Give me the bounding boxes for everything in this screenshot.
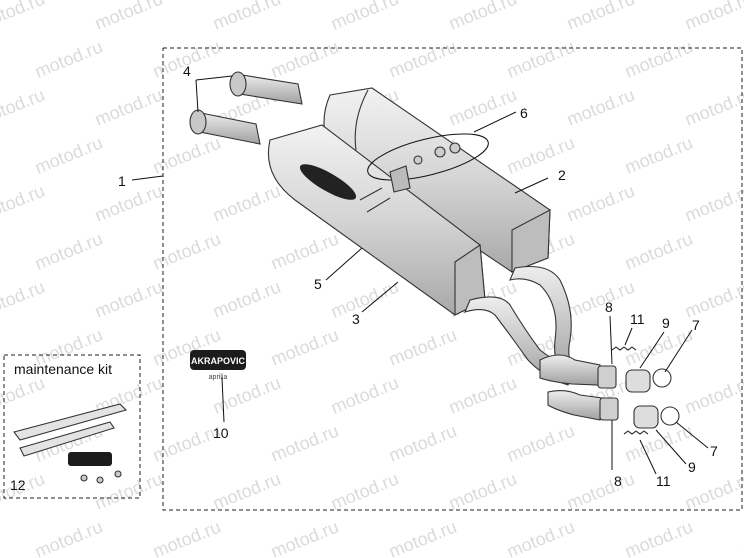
watermark-text: motod.ru bbox=[268, 229, 341, 274]
watermark-text: motod.ru bbox=[386, 325, 459, 370]
watermark-text: motod.ru bbox=[504, 133, 577, 178]
gaskets bbox=[625, 369, 659, 429]
maintenance-kit-frame bbox=[3, 354, 141, 499]
watermark-text: motod.ru bbox=[0, 373, 47, 418]
watermark-text: motod.ru bbox=[446, 373, 519, 418]
callout-7-lower: 7 bbox=[710, 443, 718, 459]
watermark-text: motod.ru bbox=[564, 277, 637, 322]
watermark-text: motod.ru bbox=[328, 0, 401, 34]
watermark-text: motod.ru bbox=[622, 133, 695, 178]
watermark-text: motod.ru bbox=[622, 517, 695, 558]
watermark-text: motod.ru bbox=[92, 469, 165, 514]
watermark-text: motod.ru bbox=[92, 85, 165, 130]
rear-silencer bbox=[323, 87, 551, 273]
watermark-text: motod.ru bbox=[622, 37, 695, 82]
callout-8-lower: 8 bbox=[614, 473, 622, 489]
watermark-text: motod.ru bbox=[210, 0, 283, 34]
maintenance-kit-title: maintenance kit bbox=[14, 361, 112, 377]
watermark-text: motod.ru bbox=[32, 229, 105, 274]
watermark-text: motod.ru bbox=[92, 0, 165, 34]
connecting-sleeves bbox=[189, 71, 303, 145]
watermark-text: motod.ru bbox=[622, 421, 695, 466]
watermark-text: motod.ru bbox=[682, 181, 744, 226]
watermark-text: motod.ru bbox=[210, 469, 283, 514]
watermark-text: motod.ru bbox=[682, 469, 744, 514]
watermark-text: motod.ru bbox=[0, 85, 47, 130]
badge-sub-text: aprilia bbox=[209, 374, 228, 381]
callout-3: 3 bbox=[352, 311, 360, 327]
callout-6: 6 bbox=[520, 105, 528, 121]
watermark-text: motod.ru bbox=[150, 133, 223, 178]
watermark-text: motod.ru bbox=[0, 277, 47, 322]
watermark-text: motod.ru bbox=[268, 325, 341, 370]
watermark-text: motod.ru bbox=[328, 469, 401, 514]
watermark-text: motod.ru bbox=[386, 37, 459, 82]
watermark-text: motod.ru bbox=[32, 133, 105, 178]
front-silencer bbox=[267, 124, 486, 316]
callout-2: 2 bbox=[558, 167, 566, 183]
maintenance-kit-parts bbox=[13, 403, 128, 484]
watermark-text: motod.ru bbox=[328, 277, 401, 322]
watermark-text: motod.ru bbox=[210, 181, 283, 226]
callout-11-lower: 11 bbox=[656, 473, 671, 489]
watermark-text: motod.ru bbox=[92, 277, 165, 322]
watermark-text: motod.ru bbox=[0, 181, 47, 226]
watermark-text: motod.ru bbox=[682, 0, 744, 34]
badge-brand-text: AKRAPOVIC bbox=[191, 356, 246, 366]
watermark-text: motod.ru bbox=[0, 0, 47, 34]
watermark-text: motod.ru bbox=[268, 421, 341, 466]
watermark-text: motod.ru bbox=[386, 421, 459, 466]
watermark-text: motod.ru bbox=[740, 517, 744, 558]
watermark-text: motod.ru bbox=[504, 517, 577, 558]
watermark-text: motod.ru bbox=[268, 37, 341, 82]
callout-11-upper: 11 bbox=[630, 311, 645, 327]
callout-12: 12 bbox=[10, 477, 26, 493]
watermark-text: motod.ru bbox=[150, 229, 223, 274]
watermark-text: motod.ru bbox=[504, 421, 577, 466]
watermark-text: motod.ru bbox=[446, 85, 519, 130]
callout-1: 1 bbox=[118, 173, 126, 189]
callout-8-upper: 8 bbox=[605, 299, 613, 315]
springs bbox=[611, 346, 649, 435]
callout-9-upper: 9 bbox=[662, 315, 670, 331]
watermark-text: motod.ru bbox=[682, 85, 744, 130]
assembly-frame bbox=[162, 47, 743, 511]
watermark-text: motod.ru bbox=[564, 181, 637, 226]
watermark-text: motod.ru bbox=[446, 469, 519, 514]
watermark-text: motod.ru bbox=[564, 469, 637, 514]
callout-7-upper: 7 bbox=[692, 317, 700, 333]
watermark-text: motod.ru bbox=[622, 229, 695, 274]
callout-5: 5 bbox=[314, 276, 322, 292]
bracket-hardware bbox=[367, 133, 489, 193]
watermark-text: motod.ru bbox=[32, 37, 105, 82]
silencer-logo-badge bbox=[299, 164, 357, 200]
watermark-text: motod.ru bbox=[268, 517, 341, 558]
watermark-text: motod.ru bbox=[446, 0, 519, 34]
clamps bbox=[652, 368, 680, 426]
watermark-text: motod.ru bbox=[150, 517, 223, 558]
leader-lines bbox=[131, 75, 709, 475]
watermark-text: motod.ru bbox=[504, 37, 577, 82]
watermark-text: motod.ru bbox=[386, 517, 459, 558]
header-pipes bbox=[464, 265, 619, 421]
watermark-text: motod.ru bbox=[564, 85, 637, 130]
watermark-text: motod.ru bbox=[682, 277, 744, 322]
watermark-text: motod.ru bbox=[682, 373, 744, 418]
callout-4: 4 bbox=[183, 63, 191, 79]
sticker-badge: AKRAPOVIC aprilia bbox=[190, 350, 246, 381]
watermark-text: motod.ru bbox=[32, 517, 105, 558]
watermark-text: motod.ru bbox=[564, 0, 637, 34]
watermark-text: motod.ru bbox=[92, 181, 165, 226]
callout-9-lower: 9 bbox=[688, 459, 696, 475]
watermark-text: motod.ru bbox=[328, 373, 401, 418]
callout-10: 10 bbox=[213, 425, 229, 441]
watermark-text: motod.ru bbox=[210, 277, 283, 322]
